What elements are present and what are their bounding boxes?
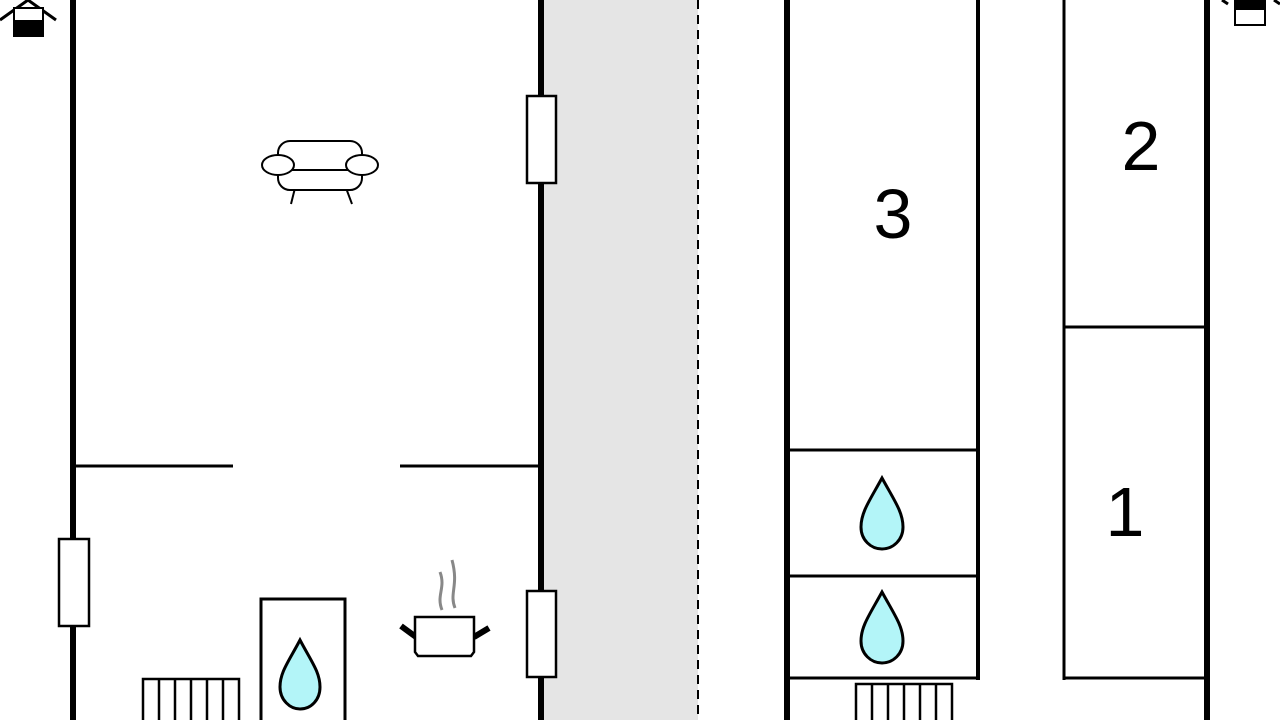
corridor (543, 0, 698, 720)
window-icon (525, 94, 558, 185)
window-icon (57, 537, 91, 628)
room-label-2: 2 (1122, 107, 1161, 185)
house-icon (1221, 0, 1280, 26)
window-icon (525, 589, 558, 679)
water-drop-icon (859, 474, 905, 551)
room-label-1: 1 (1106, 473, 1145, 551)
room-label-3: 3 (874, 175, 913, 253)
sofa-icon (261, 140, 379, 205)
radiator-icon (141, 677, 241, 720)
water-drop-icon (278, 636, 322, 711)
radiator-icon (854, 682, 954, 720)
water-drop-icon (859, 588, 905, 665)
cooking-pot-icon (399, 559, 491, 658)
house-icon (0, 0, 57, 37)
